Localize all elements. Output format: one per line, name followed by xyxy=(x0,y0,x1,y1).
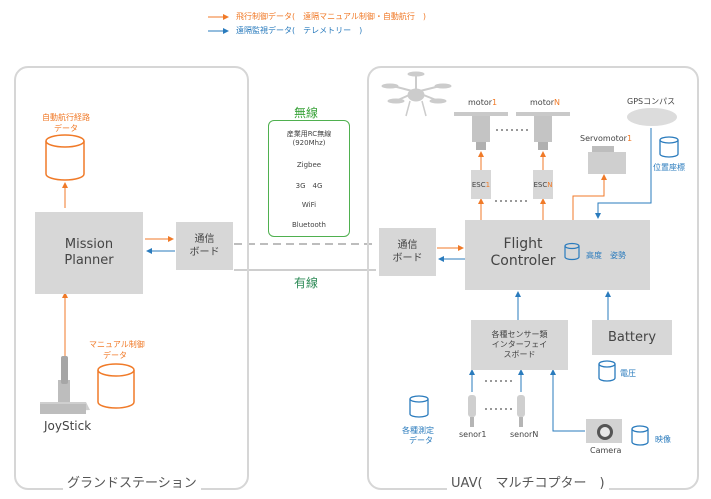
wired-title: 有線 xyxy=(294,276,319,290)
motorn-prefix: motor xyxy=(530,98,555,107)
motorn-label: motorN xyxy=(530,98,560,107)
wireless-item-cellular: 3G 4G xyxy=(295,182,323,190)
flight-controller-line1: Flight xyxy=(503,236,543,252)
route-data-label-1: 自動航行経路 xyxy=(42,113,90,122)
battery-box: Battery xyxy=(592,320,672,355)
measure-label-1: 各種測定 xyxy=(402,426,434,435)
gps-to-fc-arrow xyxy=(595,128,652,219)
camera-icon xyxy=(586,419,622,443)
position-label: 位置座標 xyxy=(653,163,685,172)
flight-controller-box: Flight Controler 高度 姿勢 xyxy=(465,220,650,290)
voltage-label: 電圧 xyxy=(620,369,636,378)
sensor-interface-line1: 各種センサー類 xyxy=(491,330,548,339)
sensor-interface-line3: スボード xyxy=(503,350,536,359)
motorn-suffix: N xyxy=(554,98,560,107)
ground-station-title: グランドステーション xyxy=(63,472,201,491)
wireless-item-wifi: WiFi xyxy=(301,201,317,209)
mission-planner-box: Mission Planner xyxy=(35,212,143,294)
wireless-title: 無線 xyxy=(294,106,319,120)
escn-prefix: ESC xyxy=(533,180,548,189)
gps-icon xyxy=(627,108,677,126)
mission-planner-line1: Mission xyxy=(64,237,114,252)
manual-data-label-1: マニュアル制御 xyxy=(89,340,145,349)
camera-lens-icon xyxy=(597,424,613,440)
manual-data-label-2: データ xyxy=(103,351,127,360)
joystick-label: JoyStick xyxy=(44,419,92,433)
servo-prefix: Servomotor xyxy=(580,134,627,143)
esc1-suffix: 1 xyxy=(485,180,491,189)
fc-to-servo-arrow xyxy=(572,174,607,220)
camera-to-if-arrow xyxy=(550,369,585,432)
servo-suffix: 1 xyxy=(626,134,633,143)
wireless-item-rc-freq: (920Mhz) xyxy=(292,139,326,147)
wireless-item-zigbee: Zigbee xyxy=(296,161,322,169)
wireless-item-bluetooth: Bluetooth xyxy=(292,221,326,229)
ground-comm-board-line1: 通信 xyxy=(194,234,215,245)
measure-label-2: データ xyxy=(409,436,433,445)
sensor-interface-board: 各種センサー類 インターフェイ スボード xyxy=(471,320,568,370)
flight-controller-label: Flight Controler xyxy=(483,236,563,270)
uav-comm-board-line2: ボード xyxy=(392,253,423,264)
ground-comm-board-line2: ボード xyxy=(189,247,220,258)
wireless-item-rc: 産業用RC無線 xyxy=(286,130,332,138)
uav-comm-board-line1: 通信 xyxy=(397,240,418,251)
motor1-suffix: 1 xyxy=(492,98,498,107)
camera-label: Camera xyxy=(590,446,622,455)
mission-planner-line2: Planner xyxy=(64,253,114,268)
escn-suffix: N xyxy=(547,180,553,189)
esc1-prefix: ESC xyxy=(471,180,486,189)
motor1-label: motor1 xyxy=(468,98,497,107)
attitude-label: 高度 姿勢 xyxy=(586,251,626,260)
attitude-db-icon xyxy=(564,242,580,261)
uav-title: UAV( マルチコプター ) xyxy=(447,472,609,491)
sensor1-label: senor1 xyxy=(459,430,487,439)
sensorn-label: senorN xyxy=(510,430,539,439)
legend-control-label: 飛行制御データ( 遠隔マニュアル制御・自動航行 ) xyxy=(236,12,426,21)
uav-comm-board: 通信 ボード xyxy=(379,228,436,276)
sensor-interface-line2: インターフェイ xyxy=(491,340,548,349)
wireless-options-box: 産業用RC無線 (920Mhz) Zigbee 3G 4G WiFi Bluet… xyxy=(268,120,350,237)
flight-controller-line2: Controler xyxy=(490,253,556,269)
motor1-prefix: motor xyxy=(468,98,493,107)
gps-label: GPSコンパス xyxy=(627,97,676,106)
video-label: 映像 xyxy=(655,435,671,444)
ground-comm-board: 通信 ボード xyxy=(176,222,233,270)
route-data-label-2: データ xyxy=(54,124,78,133)
legend-telemetry-label: 遠隔監視データ( テレメトリー ) xyxy=(236,26,363,35)
servo-label: Servomotor1 xyxy=(580,134,632,143)
